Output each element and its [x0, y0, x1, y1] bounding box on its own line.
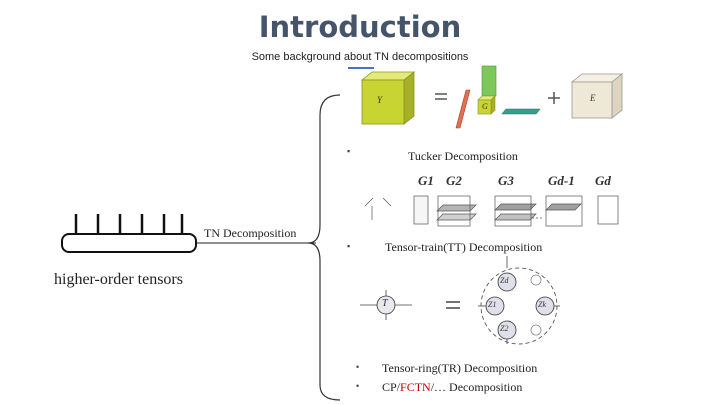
tr-node-zk: Zk: [538, 300, 546, 309]
tt-core-gd: Gd: [595, 173, 611, 188]
cp-prefix: CP/: [382, 380, 401, 394]
tt-decomposition-label: Tensor-train(TT) Decomposition: [385, 240, 543, 254]
tensor-node-icon: [61, 214, 197, 253]
tr-lhs-label: T: [382, 298, 388, 309]
tr-node-zd: Zd: [500, 276, 509, 285]
cp-suffix: /… Decomposition: [430, 380, 523, 394]
tr-node-z1: Z1: [488, 300, 497, 309]
bullet-tucker: ▪: [347, 146, 351, 156]
tucker-error-label: E: [590, 93, 596, 103]
bullet-tt: ▪: [347, 241, 351, 251]
cp-fctn-decomposition-label: CP/FCTN/… Decomposition: [382, 380, 522, 395]
tt-core-g3: G3: [498, 173, 514, 188]
tn-decomposition-label: TN Decomposition: [204, 226, 297, 240]
tr-figure: [360, 256, 560, 345]
curly-bracket: [307, 94, 341, 401]
tucker-core-label: Y: [377, 95, 383, 105]
tucker-decomposition-label: Tucker Decomposition: [408, 149, 518, 163]
tt-core-gd-1: Gd-1: [548, 173, 575, 188]
tr-decomposition-label: Tensor-ring(TR) Decomposition: [382, 361, 538, 375]
subtitle-underline: [348, 67, 374, 69]
fctn-highlight: FCTN: [400, 380, 431, 394]
tucker-figure: [360, 65, 624, 129]
tucker-small-core-label: G: [482, 102, 488, 111]
tt-figure: [364, 195, 619, 227]
tr-node-z2: Z2: [500, 324, 509, 333]
bullet-cp: •: [356, 381, 360, 391]
bullet-tr: •: [356, 362, 360, 372]
tt-core-g1: G1: [418, 173, 434, 188]
slide-title: Introduction: [258, 10, 462, 44]
slide-subtitle: Some background about TN decompositions: [251, 51, 469, 63]
tt-core-g2: G2: [446, 173, 462, 188]
higher-order-tensors-label: higher-order tensors: [54, 271, 183, 288]
